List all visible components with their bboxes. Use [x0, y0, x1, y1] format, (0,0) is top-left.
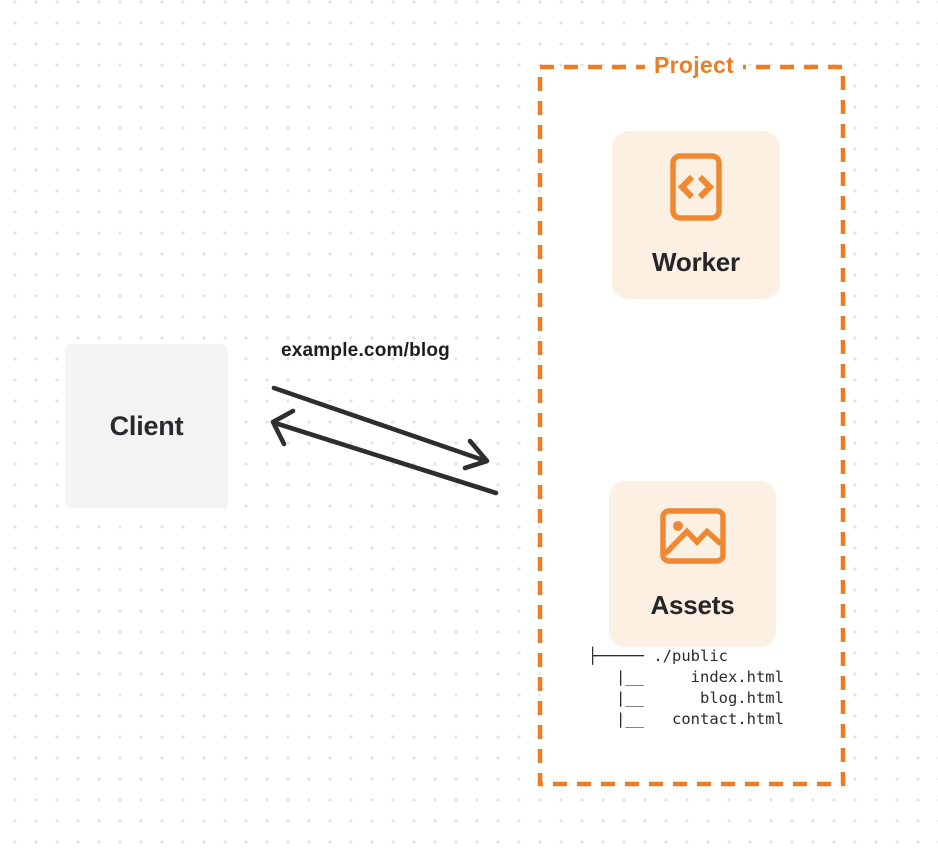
- image-icon: [659, 508, 726, 569]
- tree-line-public: ├───── ./public: [588, 647, 728, 665]
- worker-label: Worker: [652, 247, 740, 277]
- tree-line-blog: |__ blog.html: [588, 689, 784, 707]
- assets-card: Assets: [609, 481, 776, 647]
- request-url-label: example.com/blog: [281, 340, 450, 361]
- project-label: Project: [644, 51, 744, 79]
- assets-label: Assets: [650, 590, 735, 620]
- code-file-icon: [670, 153, 722, 226]
- request-arrowhead: [462, 438, 490, 471]
- worker-card: Worker: [612, 131, 780, 299]
- tree-line-contact: |__ contact.html: [588, 710, 784, 728]
- response-arrow-line: [272, 420, 499, 496]
- tree-line-index: |__ index.html: [588, 668, 784, 686]
- client-label: Client: [109, 410, 184, 441]
- assets-file-tree: ├───── ./public |__ index.html |__ blog.…: [588, 646, 784, 730]
- response-arrowhead: [270, 408, 296, 447]
- request-arrow-line: [271, 385, 489, 464]
- client-box: Client: [65, 344, 228, 508]
